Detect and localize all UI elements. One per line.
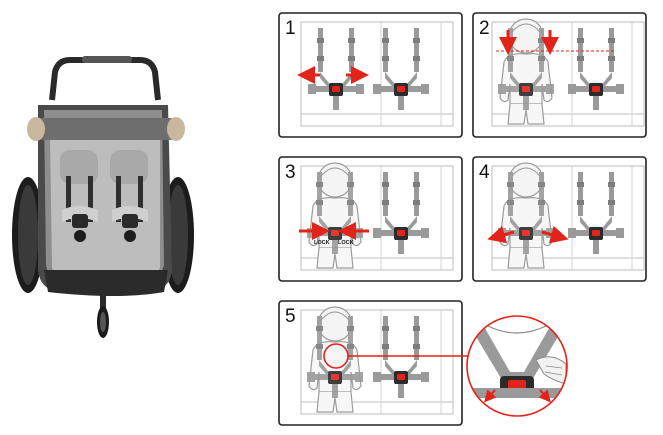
tighten-arrow-icon bbox=[487, 225, 569, 244]
step-3-panel: 3 LOCK LOCK bbox=[278, 156, 463, 282]
magnifier-circle-icon bbox=[466, 315, 568, 417]
stroller-illustration bbox=[12, 56, 194, 338]
pull-arrow-icon bbox=[484, 389, 551, 403]
step-5-panel: 5 bbox=[278, 300, 468, 426]
step-3-number: 3 bbox=[285, 162, 296, 183]
down-arrow-icon bbox=[499, 30, 559, 55]
step-2-number: 2 bbox=[479, 18, 490, 39]
step-4-number: 4 bbox=[479, 162, 490, 183]
step-1-panel: 1 bbox=[278, 12, 463, 138]
step-5-number: 5 bbox=[285, 306, 296, 327]
lock-label-left: LOCK bbox=[314, 240, 330, 246]
step-2-panel: 2 bbox=[472, 12, 647, 138]
step-4-panel: 4 bbox=[472, 156, 647, 282]
lock-label-right: LOCK bbox=[338, 240, 354, 246]
step-1-number: 1 bbox=[285, 18, 296, 39]
